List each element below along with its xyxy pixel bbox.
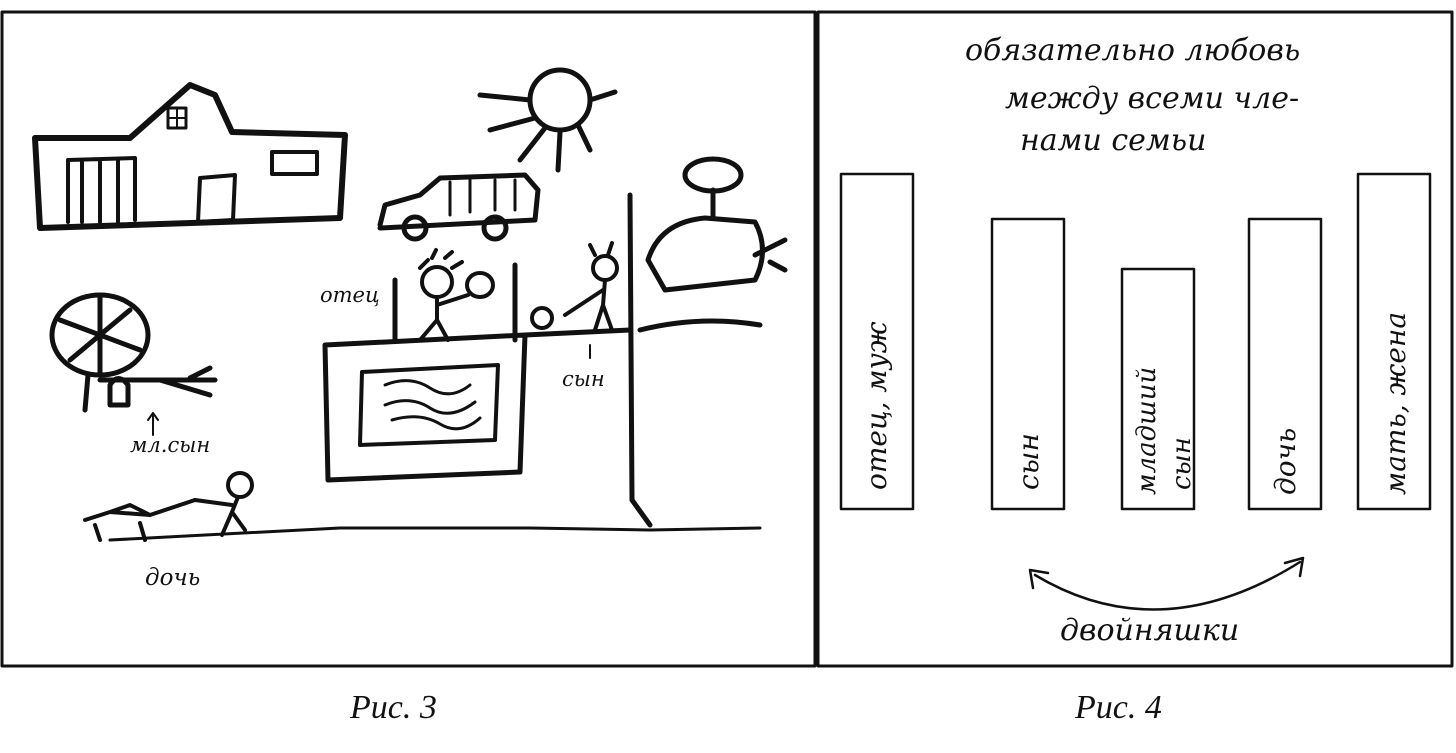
figure-3-panel: отец сын мл.сын дочь [0, 10, 817, 668]
net-pole-drawing [392, 192, 653, 528]
figure-4-frame [816, 10, 1454, 668]
column-label: сын [1012, 433, 1045, 490]
figure-3-frame [0, 10, 817, 668]
column-younger-son: младший сын [1120, 267, 1197, 511]
ground-line-drawing [108, 526, 762, 542]
father-figure-drawing [418, 248, 495, 342]
figure-4-caption: Рис. 4 [1074, 689, 1162, 726]
daughter-label: дочь [145, 565, 200, 591]
son-label: сын [562, 367, 605, 391]
figure-3-caption: Рис. 3 [349, 689, 437, 726]
column-label: младший [1132, 367, 1162, 495]
column-box [990, 217, 1066, 511]
house-drawing [32, 82, 348, 231]
family-love-note: обязательно любовь между всеми чле- нами… [965, 33, 1300, 158]
figure-4-panel: обязательно любовь между всеми чле- нами… [816, 10, 1454, 668]
column-box [839, 172, 915, 511]
note-line-3: нами семьи [1020, 123, 1206, 158]
helicopter-drawing [637, 156, 788, 333]
sun-drawing [477, 67, 618, 173]
pool-drawing [322, 332, 528, 483]
twins-double-arrow-icon [1028, 556, 1305, 611]
note-line-1: обязательно любовь [965, 33, 1300, 68]
column-box [1120, 267, 1196, 511]
twins-label: двойняшки [1060, 613, 1239, 648]
younger-son-arrow-icon [147, 412, 159, 436]
column-mother: мать, жена [1356, 172, 1432, 511]
column-box [1356, 172, 1432, 511]
column-label: мать, жена [1379, 312, 1412, 495]
column-label: дочь [1269, 428, 1302, 495]
daughter-figure-drawing [83, 471, 254, 542]
column-label: сын [1167, 437, 1197, 490]
column-son: сын [990, 217, 1066, 511]
column-box [1247, 217, 1323, 511]
younger-son-label: мл.сын [130, 433, 210, 457]
column-label: отец, муж [860, 321, 893, 490]
son-figure-drawing [530, 241, 619, 332]
note-line-2: между всеми чле- [1005, 81, 1299, 116]
column-daughter: дочь [1247, 217, 1323, 511]
column-father: отец, муж [839, 172, 915, 511]
father-label: отец [320, 283, 380, 307]
car-drawing [377, 172, 541, 242]
tree-drawing [49, 292, 218, 413]
